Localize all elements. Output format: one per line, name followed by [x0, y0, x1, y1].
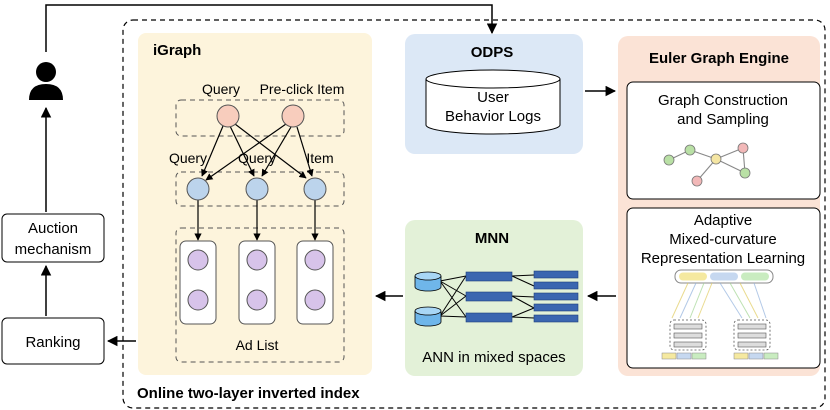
outer-region-border [122, 19, 826, 409]
odps-store-line1: User [477, 89, 509, 106]
mnn-caption: ANN in mixed spaces [422, 349, 565, 366]
sample-graph-icon [663, 142, 751, 187]
ad-list-label: Ad List [236, 337, 279, 353]
ranking-box [1, 317, 105, 365]
repr-box-line1: Adaptive [694, 212, 752, 229]
odps-title: ODPS [471, 44, 514, 61]
mid-label-query-2: Query [238, 150, 276, 166]
ad-node [187, 289, 209, 311]
mid-query-node-1 [186, 177, 210, 201]
mixed-curvature-network-icon [661, 269, 779, 360]
ann-network-icon [414, 270, 579, 327]
igraph-title: iGraph [153, 42, 201, 59]
auction-line2: mechanism [15, 241, 92, 258]
ad-list-group [175, 227, 345, 363]
query-node [216, 104, 240, 128]
graph-box-line1: Graph Construction [658, 92, 788, 109]
odps-store-line2: Behavior Logs [445, 108, 541, 125]
ad-node [246, 289, 268, 311]
repr-box-line3: Representation Learning [641, 250, 805, 267]
ad-node [304, 289, 326, 311]
top-label-preclick-item: Pre-click Item [260, 81, 345, 97]
outer-region-caption: Online two-layer inverted index [137, 385, 360, 402]
igraph-edges [194, 123, 319, 241]
mid-item-node [303, 177, 327, 201]
repr-box-line2: Mixed-curvature [669, 231, 777, 248]
ad-node [246, 249, 268, 271]
mid-query-node-2 [245, 177, 269, 201]
top-label-query: Query [202, 81, 240, 97]
behavior-logs-database-icon [425, 69, 561, 135]
graph-box-line2: and Sampling [677, 111, 769, 128]
graph-construction-box [626, 81, 821, 200]
mid-label-item: Item [306, 150, 333, 166]
feedback-arrow [45, 4, 498, 52]
user-icon [29, 62, 63, 100]
ranking-label: Ranking [25, 334, 80, 351]
mid-label-query-1: Query [169, 150, 207, 166]
auction-mechanism-box [1, 213, 105, 263]
euler-title: Euler Graph Engine [649, 50, 789, 67]
mnn-title: MNN [475, 230, 509, 247]
preclick-item-node [281, 104, 305, 128]
ad-node [187, 249, 209, 271]
ad-node [304, 249, 326, 271]
auction-line1: Auction [28, 220, 78, 237]
